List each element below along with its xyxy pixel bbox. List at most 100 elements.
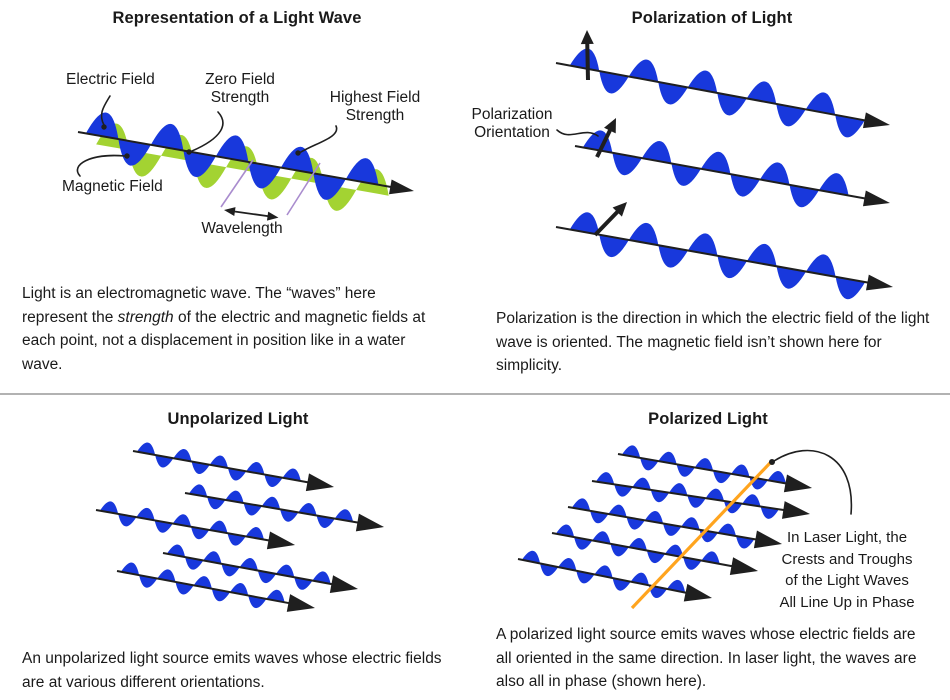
wave-crests [188,484,354,528]
light-wave-caption-part2: of the electric and magnetic fields at e… [22,308,426,373]
em-wave [77,112,414,211]
wavelength-arrowhead-right [266,211,279,221]
polarized-wave-1 [555,48,890,138]
magnetic-field-dot [124,153,130,159]
direction-arrowhead [862,190,890,207]
polarization-arrow-2 [595,117,616,158]
polarization-orientation-leader [556,129,599,137]
phase-line-dot [769,459,775,465]
highest-field-dot [295,150,301,156]
laser-annotation-line1: In Laser Light, the [786,529,908,546]
highest-field-leader [300,125,338,153]
electric-field-wave [85,112,379,200]
polarization-arrow-1 [580,30,594,81]
zero-field-dot [186,149,192,155]
electric-field-dot [101,124,107,130]
orientation-arrow-shaft [585,40,590,81]
panel-title-polarized: Polarized Light [648,410,768,428]
wave-crests [595,472,779,519]
propagation-axis [567,506,759,541]
zero-field-strength-line1: Zero Field [205,71,275,88]
light-wave-caption-italic: strength [117,308,174,326]
unpolarized-wave-5 [116,562,315,612]
direction-arrowhead [729,557,759,575]
propagation-axis [132,450,311,484]
wavelength-arrowhead-left [224,207,236,216]
unpolarized-wave-1 [132,442,335,492]
wavelength-marker-line-2 [286,162,321,216]
highest-field-strength-line2: Strength [345,107,405,124]
propagation-axis [162,552,335,586]
zero-field-strength-label: Zero Field Strength [185,71,295,107]
propagation-axis [116,570,292,605]
highest-field-strength-line1: Highest Field [329,89,421,106]
wave-crests [166,544,331,590]
wave-crests [521,550,686,598]
panel-title-polarization: Polarization of Light [631,9,793,27]
laser-annotation-line3: of the Light Waves [785,572,909,589]
propagation-axis [95,509,272,542]
direction-arrowhead [329,575,359,593]
propagation-axis [617,453,789,485]
direction-arrowhead [389,179,414,195]
electric-field-leader [100,95,111,126]
propagation-axis [77,131,394,189]
polarization-caption: Polarization is the direction in which t… [496,310,930,374]
wave-crests [582,130,849,208]
wave-crests [136,442,301,487]
propagation-axis [551,532,735,568]
laser-phase-annotation: In Laser Light, the Crests and Troughs o… [768,527,926,613]
wavelength-marker-line-1 [220,159,254,208]
laser-annotation-line2: Crests and Troughs [781,550,913,568]
propagation-axis [555,226,871,284]
direction-arrowhead [305,473,335,492]
propagation-axis [591,480,787,512]
panel-title-light-wave: Representation of a Light Wave [112,9,362,27]
wave-crests [571,498,755,549]
magnetic-field-leader [76,154,126,177]
zero-field-strength-line2: Strength [210,89,270,106]
highest-field-strength-label: Highest Field Strength [318,89,432,125]
wave-crests [99,501,264,546]
wave-crests [120,562,285,609]
orientation-arrowhead [580,30,594,45]
light-wave-caption-part1: Light is an electromagnetic wave. The “w… [22,285,376,326]
electric-field-label: Electric Field [66,71,155,88]
laser-annotation-leader [773,449,853,515]
polarized-caption: A polarized light source emits waves who… [496,626,917,690]
wavelength-double-arrow [224,207,279,221]
unpolarized-wave-2 [184,484,385,532]
direction-arrowhead [783,474,813,493]
orientation-arrow-shaft [595,127,613,158]
polarized-wave-2 [574,130,890,208]
polarization-orientation-line1: Polarization [471,106,553,123]
zero-field-leader [191,111,224,152]
direction-arrowhead [753,530,783,549]
direction-arrowhead [266,531,296,550]
propagation-axis [517,558,689,595]
laser-annotation-line4: All Line Up in Phase [779,593,915,611]
panel-title-unpolarized: Unpolarized Light [167,410,309,428]
polarization-orientation-line2: Orientation [474,124,550,141]
direction-arrowhead [683,583,713,602]
orientation-arrowhead [612,202,628,217]
direction-arrowhead [355,513,385,532]
wave-crests [621,445,786,490]
laser-wave-5 [517,550,713,602]
phase-alignment-line [630,461,772,610]
unpolarized-wave-3 [95,501,296,550]
magnetic-field-wave [96,123,389,211]
polarization-arrow-3 [593,202,628,237]
direction-arrowhead [862,112,890,129]
propagation-axis [555,62,868,122]
propagation-axis [574,145,868,200]
direction-arrowhead [865,274,893,291]
propagation-axis [184,492,361,524]
direction-arrowhead [781,501,811,519]
orientation-arrowhead [604,117,616,134]
direction-arrowhead [286,594,315,612]
unpolarized-wave-4 [162,544,359,593]
laser-wave-2 [591,472,811,519]
